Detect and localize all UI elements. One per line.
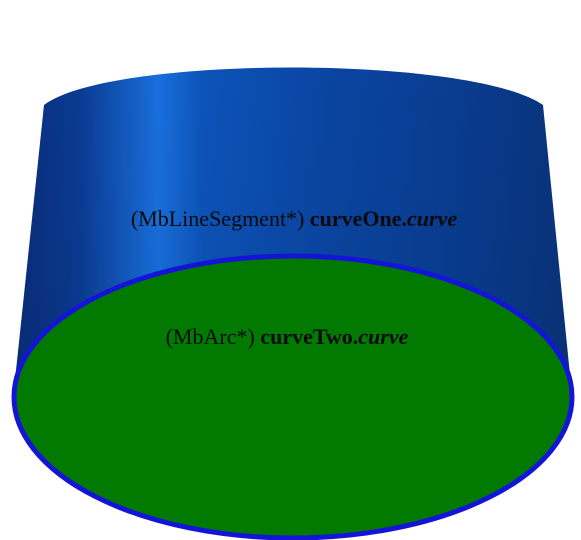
top-face-ellipse	[11, 253, 575, 540]
cylinder-side-shade	[13, 67, 574, 405]
arc-field: curve	[358, 324, 408, 349]
line-segment-label: (MbLineSegment*) curveOne.curve	[131, 206, 458, 231]
line-segment-name: curveOne.	[310, 206, 407, 231]
arc-name: curveTwo.	[260, 324, 358, 349]
arc-label: (MbArc*) curveTwo.curve	[166, 324, 409, 349]
line-segment-field: curve	[407, 206, 457, 231]
arc-type: (MbArc*)	[166, 324, 261, 349]
line-segment-type: (MbLineSegment*)	[131, 206, 310, 231]
